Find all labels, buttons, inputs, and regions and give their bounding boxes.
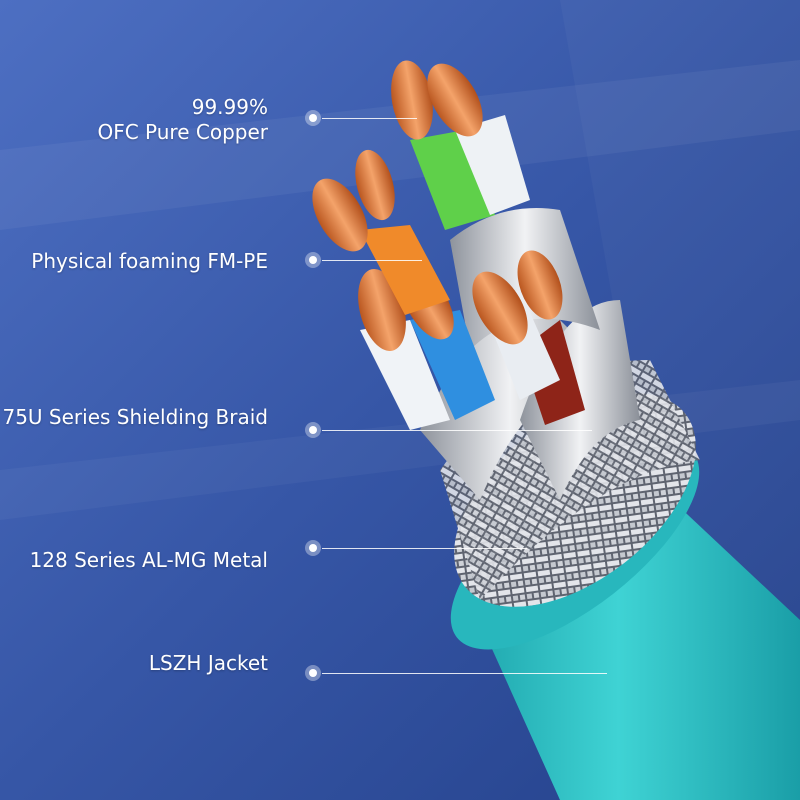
callout-dot-metal (305, 540, 321, 556)
callout-label-braid: 75U Series Shielding Braid (2, 405, 268, 429)
callout-copper-purity: 99.99% (191, 95, 268, 119)
callout-dot-jacket (305, 665, 321, 681)
callout-dot-foaming (305, 252, 321, 268)
callout-label-jacket: LSZH Jacket (148, 651, 268, 675)
callout-dot-braid (305, 422, 321, 438)
callout-copper-type: OFC Pure Copper (97, 120, 268, 144)
callout-line-foaming (322, 260, 422, 261)
callout-label-foaming: Physical foaming FM-PE (31, 249, 268, 273)
callout-line-jacket (322, 673, 607, 674)
callout-line-braid (322, 430, 592, 431)
callout-line-metal (322, 548, 527, 549)
callout-label-metal: 128 Series AL-MG Metal (29, 548, 268, 572)
callout-line-copper (322, 118, 417, 119)
callout-label-copper: 99.99% OFC Pure Copper (97, 95, 268, 145)
callout-dot-copper (305, 110, 321, 126)
